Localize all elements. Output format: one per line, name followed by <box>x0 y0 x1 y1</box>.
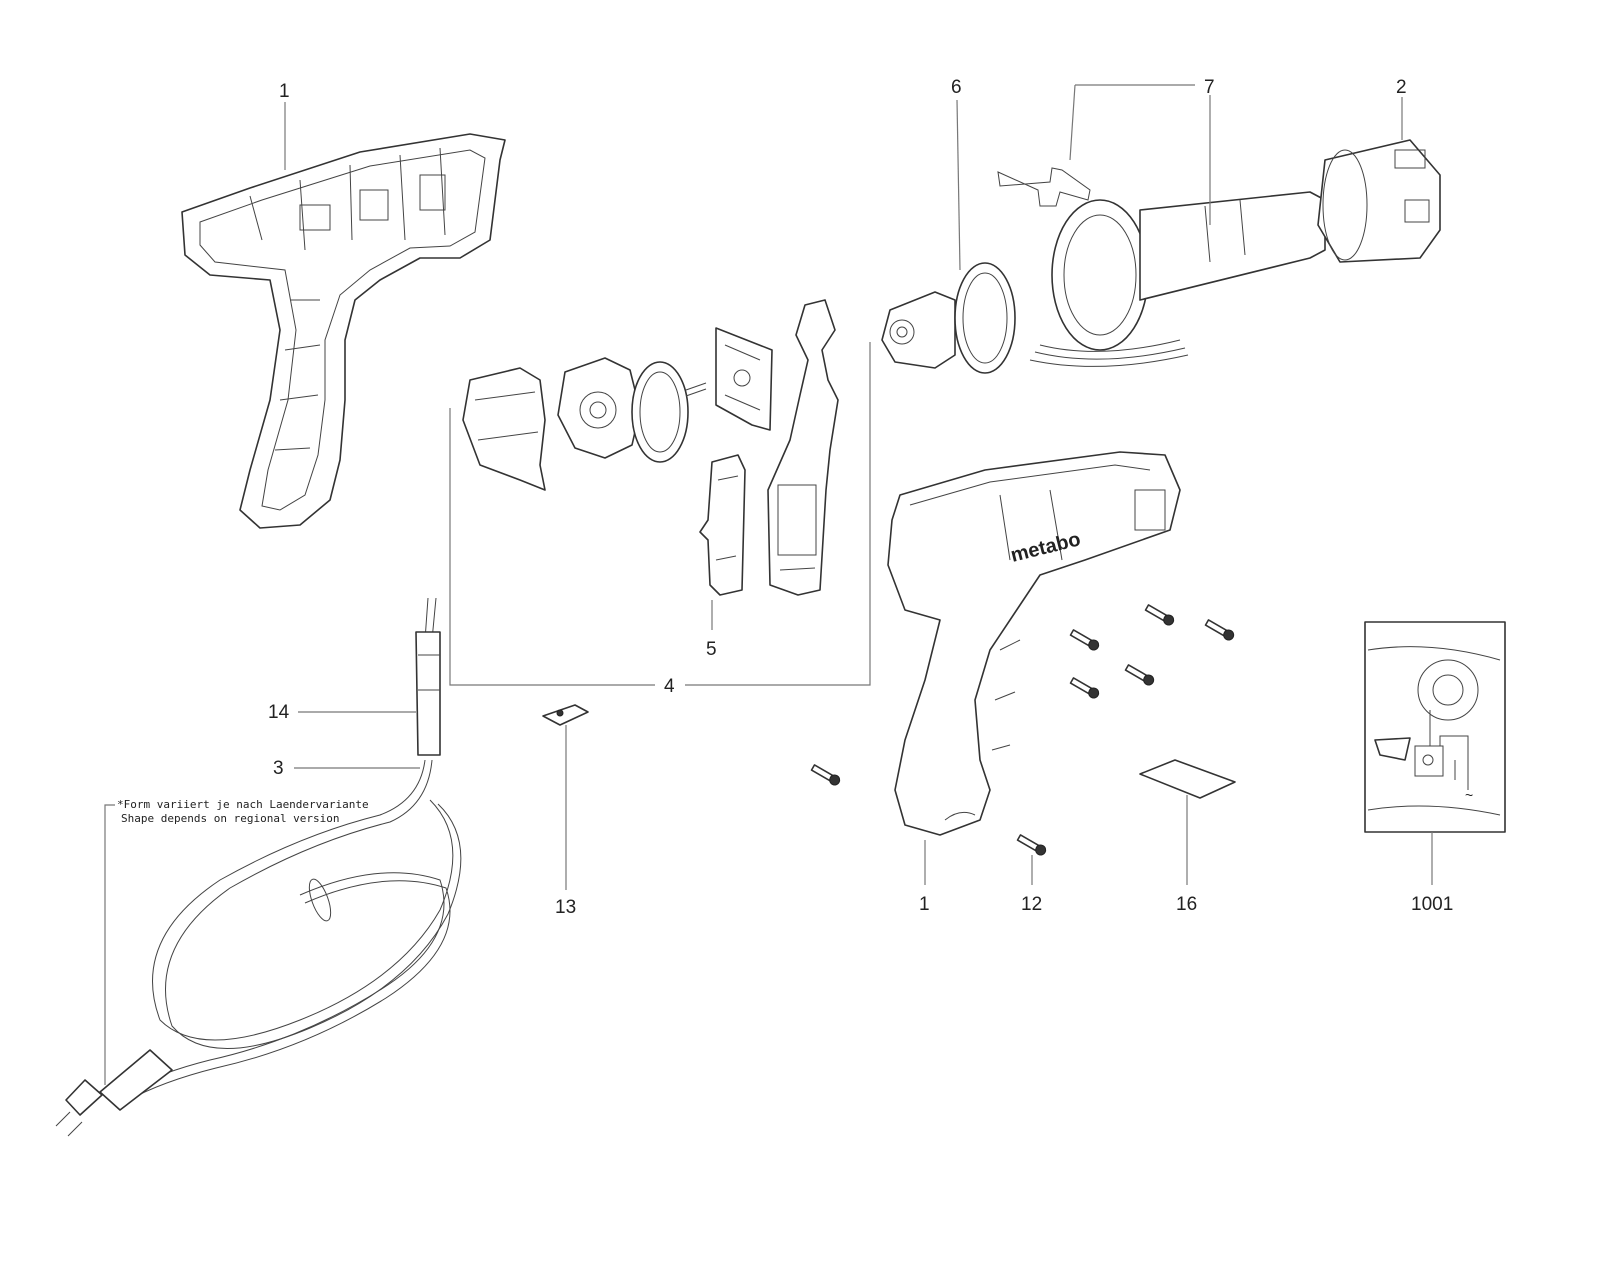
callout-4: 4 <box>664 676 675 697</box>
heating-element <box>997 167 1326 367</box>
adjustment-wheel <box>631 361 707 463</box>
callout-14: 14 <box>268 702 290 723</box>
fan-motor-unit <box>881 262 1016 374</box>
potentiometer-housing <box>557 357 641 459</box>
switch-slider <box>699 454 746 596</box>
electronic-switch <box>767 299 839 596</box>
callout-16: 16 <box>1176 894 1197 915</box>
circuit-board <box>715 327 773 431</box>
nozzle <box>1317 139 1441 263</box>
rating-label <box>1139 759 1236 799</box>
screws <box>810 604 1235 856</box>
callout-1-top: 1 <box>279 81 290 102</box>
cable-clip <box>542 704 589 726</box>
callout-13: 13 <box>555 897 576 918</box>
leader-lines <box>104 84 1433 1085</box>
regional-note-de: *Form variiert je nach Laendervariante <box>117 798 369 811</box>
housing-assembled: metabo <box>887 451 1181 836</box>
callout-7: 7 <box>1204 77 1215 98</box>
callout-6: 6 <box>951 77 962 98</box>
callout-3: 3 <box>273 758 284 779</box>
switch-cover <box>462 367 546 491</box>
callout-1-bottom: 1 <box>919 894 930 915</box>
housing-half-left <box>181 133 506 529</box>
regional-note-en: Shape depends on regional version <box>121 812 340 825</box>
callout-12: 12 <box>1021 894 1042 915</box>
wiring-diagram: ~ <box>1364 621 1506 833</box>
callout-1001: 1001 <box>1411 894 1453 915</box>
svg-text:~: ~ <box>1465 787 1473 803</box>
power-cable <box>55 597 462 1137</box>
callout-2: 2 <box>1396 77 1407 98</box>
callout-5: 5 <box>706 639 717 660</box>
